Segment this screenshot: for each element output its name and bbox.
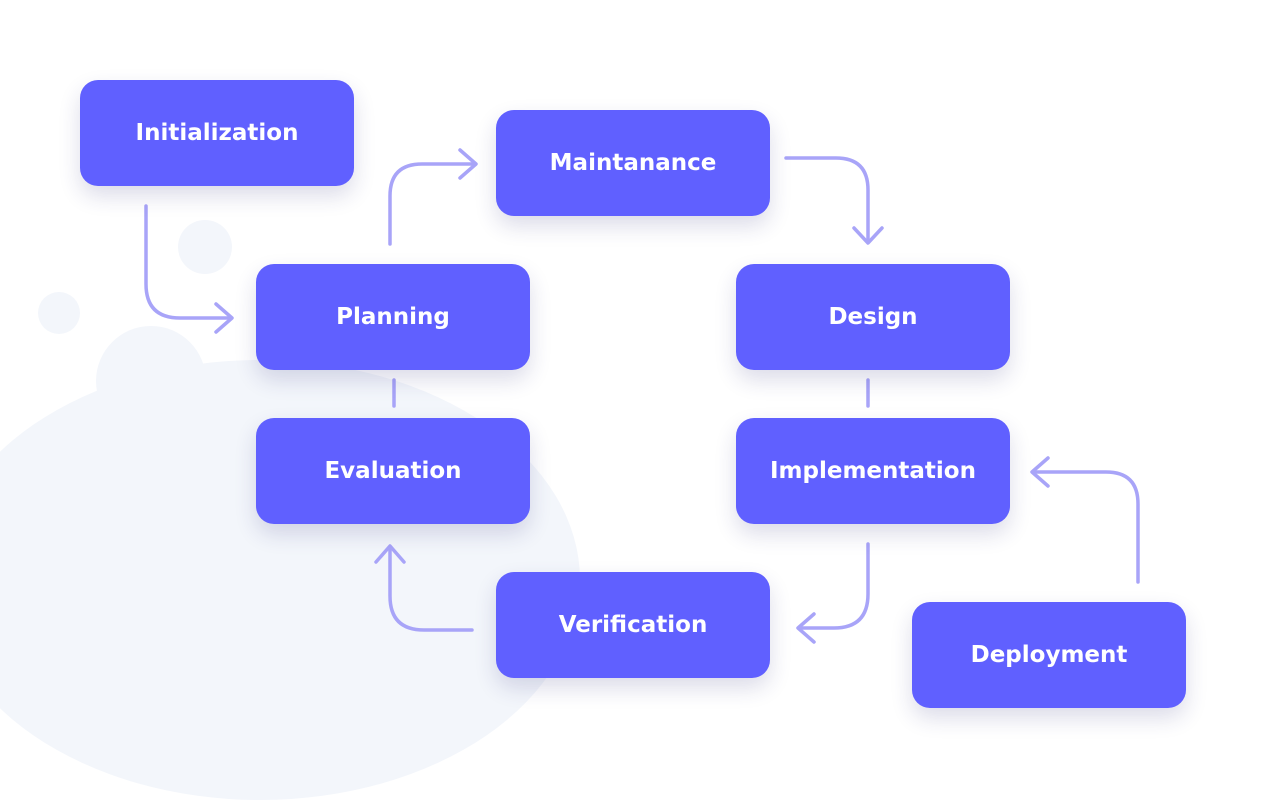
node-maintanance[interactable]: Maintanance: [496, 110, 770, 216]
arrowhead-icon: [852, 226, 884, 245]
node-label: Evaluation: [324, 458, 462, 484]
node-label: Planning: [336, 304, 450, 330]
arrow-verification-to-evaluation: [388, 546, 474, 632]
arrowhead-icon: [1030, 456, 1050, 488]
node-label: Deployment: [970, 642, 1128, 668]
node-label: Maintanance: [549, 150, 717, 176]
arrow-initialization-to-planning: [144, 204, 232, 320]
node-implementation[interactable]: Implementation: [736, 418, 1010, 524]
arrowhead-icon: [458, 148, 478, 180]
background-shape: [178, 220, 232, 274]
node-label: Implementation: [770, 458, 976, 484]
arrow-implementation-to-verification: [798, 542, 870, 630]
node-planning[interactable]: Planning: [256, 264, 530, 370]
node-label: Design: [828, 304, 918, 330]
background-shape: [38, 292, 80, 334]
node-evaluation[interactable]: Evaluation: [256, 418, 530, 524]
arrow-maintanance-to-design: [784, 156, 870, 242]
arrowhead-icon: [374, 544, 406, 564]
arrowhead-icon: [796, 612, 816, 644]
arrowhead-icon: [214, 302, 234, 334]
node-label: Verification: [558, 612, 708, 638]
arrow-deployment-to-implementation: [1032, 470, 1140, 584]
arrow-planning-to-maintanance: [388, 162, 476, 246]
node-design[interactable]: Design: [736, 264, 1010, 370]
node-initialization[interactable]: Initialization: [80, 80, 354, 186]
node-deployment[interactable]: Deployment: [912, 602, 1186, 708]
node-verification[interactable]: Verification: [496, 572, 770, 678]
background-shape: [96, 326, 206, 436]
node-label: Initialization: [135, 120, 299, 146]
